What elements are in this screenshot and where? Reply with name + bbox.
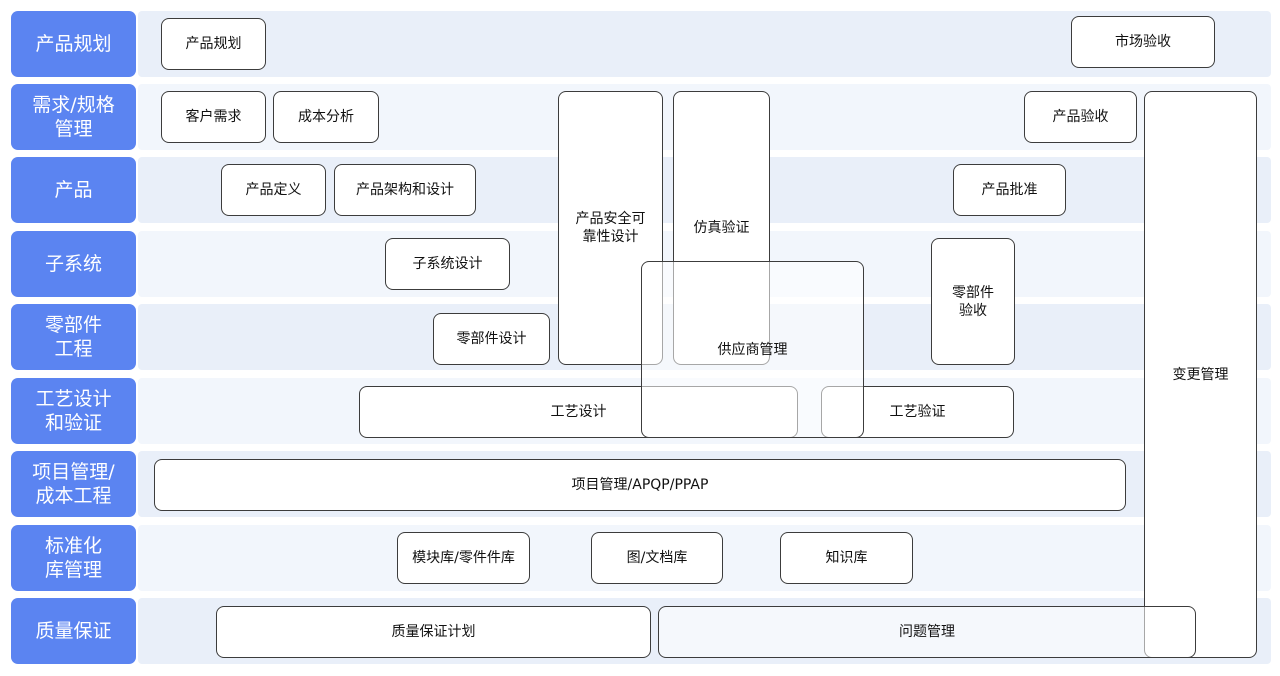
box-project-management-apqp-ppap: 项目管理/APQP/PPAP: [154, 459, 1126, 511]
box-part-design: 零部件设计: [433, 313, 550, 365]
box-product-planning: 产品规划: [161, 18, 266, 70]
box-market-acceptance: 市场验收: [1071, 16, 1215, 68]
box-drawing-document-library: 图/文档库: [591, 532, 723, 584]
box-cost-analysis: 成本分析: [273, 91, 379, 143]
box-customer-requirements: 客户需求: [161, 91, 266, 143]
box-product-approval: 产品批准: [953, 164, 1066, 216]
box-product-acceptance: 产品验收: [1024, 91, 1137, 143]
lane-label-requirements: 需求/规格管理: [11, 84, 136, 150]
box-part-acceptance: 零部件验收: [931, 238, 1015, 365]
box-product-definition: 产品定义: [221, 164, 326, 216]
lane-label-product: 产品: [11, 157, 136, 223]
lane-label-quality: 质量保证: [11, 598, 136, 664]
lane-label-parts: 零部件工程: [11, 304, 136, 370]
box-knowledge-base: 知识库: [780, 532, 913, 584]
box-product-architecture-design: 产品架构和设计: [334, 164, 476, 216]
lane-label-process: 工艺设计和验证: [11, 378, 136, 444]
lane-label-subsystem: 子系统: [11, 231, 136, 297]
box-module-library: 模块库/零件件库: [397, 532, 530, 584]
lane-label-product-planning: 产品规划: [11, 11, 136, 77]
box-change-management: 变更管理: [1144, 91, 1257, 658]
box-supplier-management: 供应商管理: [641, 261, 864, 438]
box-quality-assurance-plan: 质量保证计划: [216, 606, 651, 658]
box-issue-management: 问题管理: [658, 606, 1196, 658]
lane-label-project: 项目管理/成本工程: [11, 451, 136, 517]
lane-label-standard-library: 标准化库管理: [11, 525, 136, 591]
box-subsystem-design: 子系统设计: [385, 238, 510, 290]
